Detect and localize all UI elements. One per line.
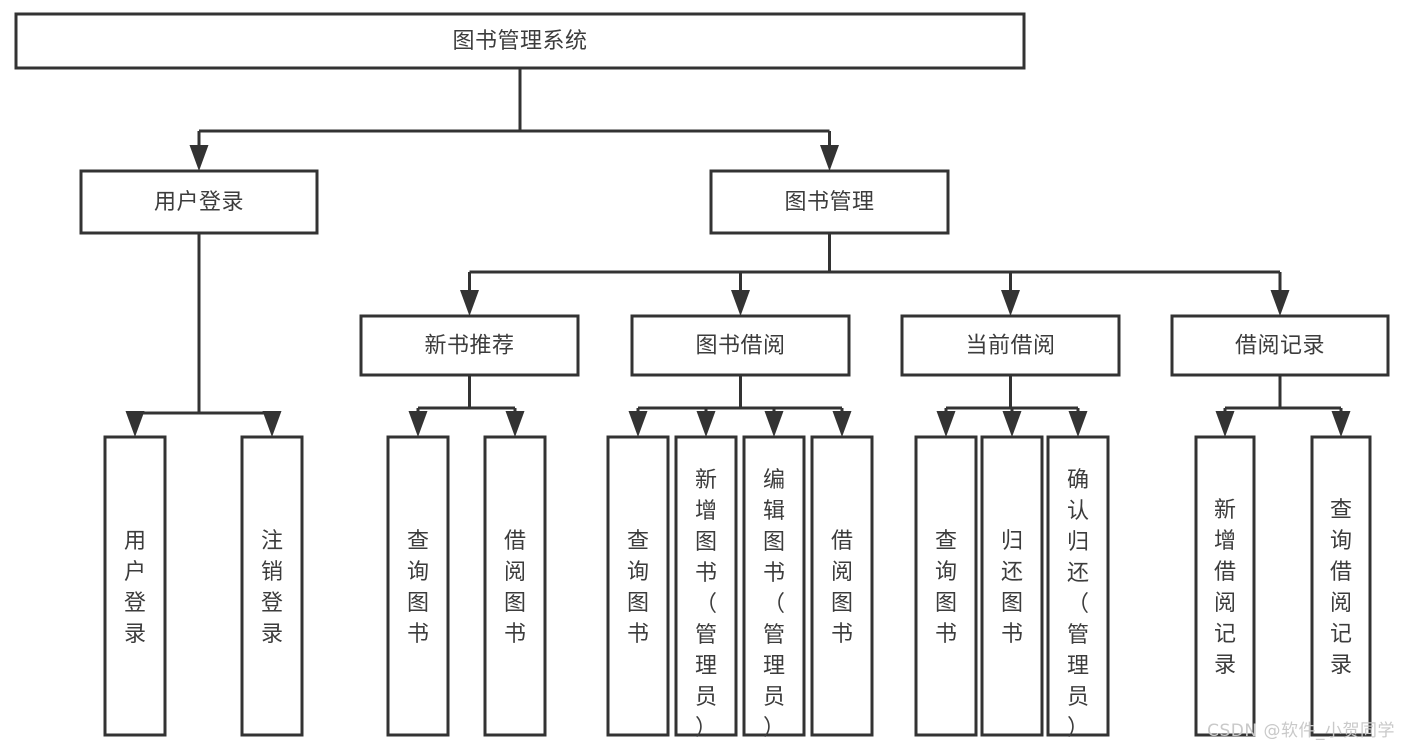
node-box: [483, 435, 547, 737]
arrow-head: [460, 290, 479, 316]
node-box: [1170, 314, 1390, 377]
arrow-head: [1215, 411, 1235, 437]
node-new-book-rec[interactable]: 新书推荐: [359, 314, 580, 377]
node-borrow-record[interactable]: 借阅记录: [1170, 314, 1390, 377]
node-label: 查询借阅记录: [1330, 498, 1352, 678]
node-box: [980, 435, 1044, 737]
node-leaf-query-book-3[interactable]: 查询图书: [914, 435, 978, 737]
arrow-head: [1270, 290, 1290, 316]
node-label: 归还图书: [1001, 529, 1023, 647]
node-box: [79, 169, 319, 235]
node-book-manage[interactable]: 图书管理: [709, 169, 950, 235]
node-layer: 图书管理系统用户登录图书管理新书推荐图书借阅当前借阅借阅记录用户登录注销登录查询…: [14, 12, 1390, 741]
arrow-head: [628, 411, 648, 437]
node-box: [630, 314, 851, 377]
node-leaf-borrow-book-2[interactable]: 借阅图书: [810, 435, 874, 737]
connector-group-borrow-record: [1215, 375, 1351, 437]
arrow-head: [696, 411, 716, 437]
node-label: 借阅图书: [504, 529, 526, 647]
node-current-borrow[interactable]: 当前借阅: [900, 314, 1121, 377]
node-box: [240, 435, 304, 737]
node-label: 新增图书（管理员）: [695, 468, 717, 741]
node-book-borrow[interactable]: 图书借阅: [630, 314, 851, 377]
node-box: [359, 314, 580, 377]
node-leaf-confirm-return[interactable]: 确认归还（管理员）: [1046, 435, 1110, 741]
arrow-head: [936, 411, 956, 437]
node-box: [14, 12, 1026, 70]
connector-group-root: [189, 68, 839, 171]
connector-group-current-borrow: [936, 375, 1088, 437]
node-leaf-user-logout[interactable]: 注销登录: [240, 435, 304, 737]
node-label: 图书管理: [784, 190, 874, 215]
node-label: 注销登录: [261, 529, 283, 647]
arrow-head: [262, 411, 282, 437]
connector-group-user-login: [125, 233, 282, 437]
node-root[interactable]: 图书管理系统: [14, 12, 1026, 70]
node-user-login[interactable]: 用户登录: [79, 169, 319, 235]
node-box: [900, 314, 1121, 377]
node-label: 用户登录: [154, 190, 244, 215]
arrow-head: [832, 411, 852, 437]
node-leaf-borrow-book-1[interactable]: 借阅图书: [483, 435, 547, 737]
node-label: 图书管理系统: [452, 29, 587, 54]
node-label: 新增借阅记录: [1214, 498, 1236, 678]
node-label: 查询图书: [627, 529, 649, 647]
connector-group-book-borrow: [628, 375, 852, 437]
node-box: [1046, 435, 1110, 737]
node-label: 用户登录: [124, 529, 146, 647]
node-box: [914, 435, 978, 737]
arrow-head: [505, 411, 525, 437]
node-label: 借阅图书: [831, 529, 853, 647]
node-box: [742, 435, 806, 737]
node-leaf-return-book[interactable]: 归还图书: [980, 435, 1044, 737]
arrow-head: [1331, 411, 1351, 437]
arrow-head: [764, 411, 784, 437]
node-box: [709, 169, 950, 235]
node-box: [674, 435, 738, 737]
node-leaf-edit-book[interactable]: 编辑图书（管理员）: [742, 435, 806, 741]
node-label: 新书推荐: [424, 334, 514, 359]
arrow-head: [731, 290, 750, 316]
node-box: [103, 435, 167, 737]
node-leaf-add-record[interactable]: 新增借阅记录: [1194, 435, 1256, 737]
arrow-head: [1068, 411, 1088, 437]
connector-layer: [125, 68, 1351, 437]
connector-group-new-book-rec: [408, 375, 525, 437]
node-box: [606, 435, 670, 737]
node-label: 当前借阅: [965, 334, 1055, 359]
connector-group-book-manage: [460, 233, 1290, 316]
node-box: [1310, 435, 1372, 737]
node-box: [1194, 435, 1256, 737]
arrow-head: [1001, 290, 1020, 316]
node-label: 编辑图书（管理员）: [763, 468, 785, 741]
arrow-head: [125, 411, 145, 437]
node-leaf-add-book[interactable]: 新增图书（管理员）: [674, 435, 738, 741]
node-label: 借阅记录: [1235, 334, 1325, 359]
node-label: 查询图书: [935, 529, 957, 647]
arrow-head: [820, 145, 839, 171]
node-leaf-query-book-1[interactable]: 查询图书: [386, 435, 450, 737]
node-label: 确认归还（管理员）: [1067, 468, 1089, 741]
node-label: 图书借阅: [695, 334, 785, 359]
arrow-head: [1002, 411, 1022, 437]
node-label: 查询图书: [407, 529, 429, 647]
node-leaf-query-book-2[interactable]: 查询图书: [606, 435, 670, 737]
node-box: [810, 435, 874, 737]
node-leaf-user-login[interactable]: 用户登录: [103, 435, 167, 737]
node-leaf-query-record[interactable]: 查询借阅记录: [1310, 435, 1372, 737]
node-box: [386, 435, 450, 737]
arrow-head: [408, 411, 428, 437]
arrow-head: [189, 145, 209, 171]
